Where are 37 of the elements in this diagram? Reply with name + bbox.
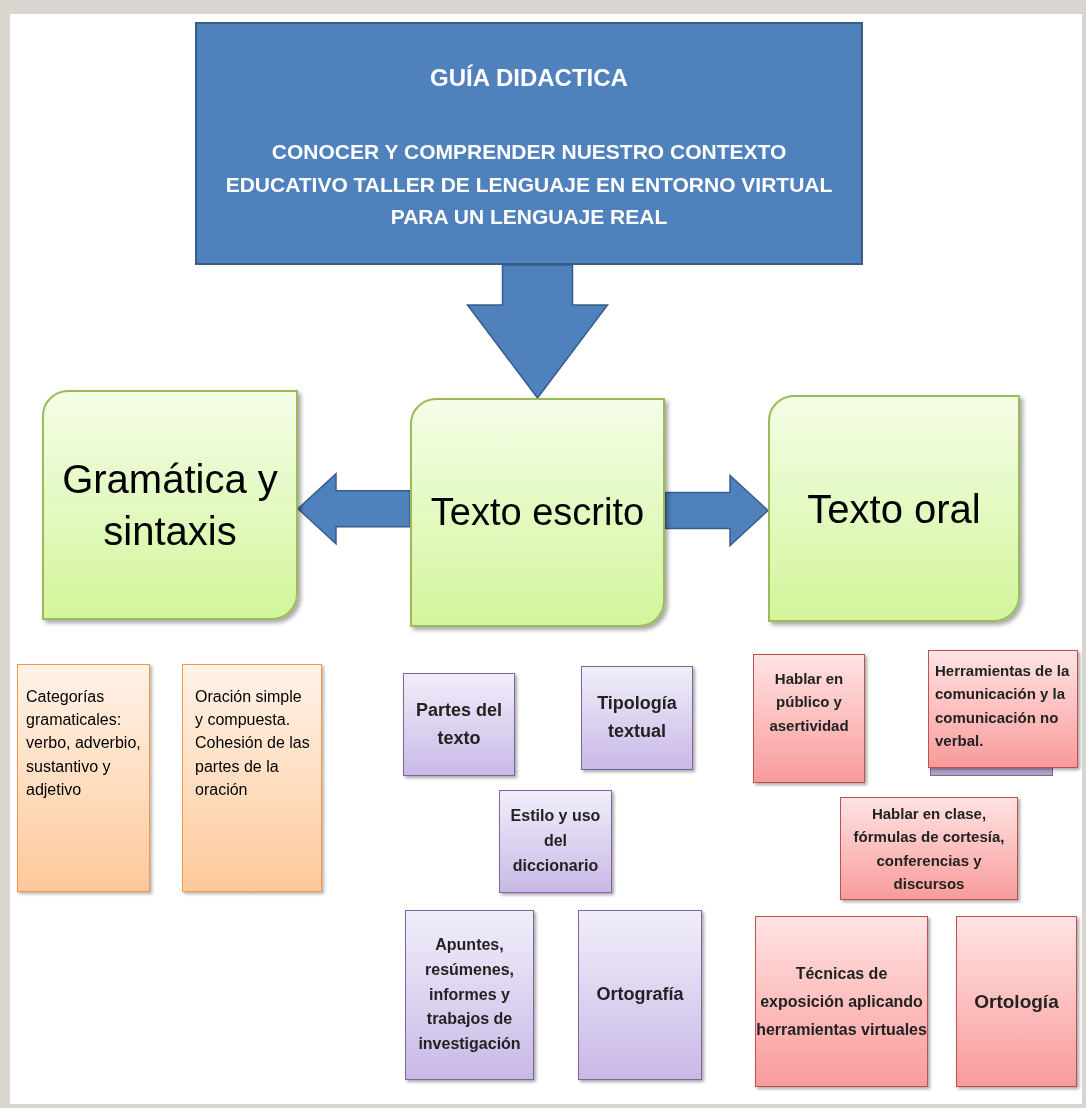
topic-text: Ortografía	[596, 983, 684, 1007]
topic-box	[581, 666, 693, 770]
topic-text: Estilo y uso del diccionario	[509, 806, 602, 876]
topic-box	[928, 650, 1078, 768]
topic-box	[42, 390, 298, 620]
topic-text: Gramática y sintaxis	[61, 456, 279, 555]
topic-box	[17, 664, 150, 892]
topic-text: Herramientas de la comunicación y la comunicación no verbal.	[935, 661, 1071, 751]
topic-text: Texto oral	[807, 485, 981, 533]
header-box	[195, 22, 863, 265]
topic-text: Tipología textual	[596, 692, 678, 743]
topic-box	[410, 398, 665, 627]
box	[930, 768, 1053, 776]
topic-box	[840, 797, 1018, 900]
topic-text: Ortología	[974, 989, 1059, 1014]
topic-box	[403, 673, 515, 776]
block-arrow	[466, 264, 609, 400]
topic-box	[768, 395, 1020, 622]
topic-text: Apuntes, resúmenes, informes y trabajos de investigación	[417, 935, 522, 1055]
topic-box	[578, 910, 702, 1080]
topic-box	[499, 790, 612, 893]
block-arrow	[296, 472, 411, 546]
header-title: GUÍA DIDACTICA	[430, 63, 628, 93]
topic-box	[956, 916, 1077, 1087]
block-arrow	[664, 473, 770, 548]
topic-text: Oración simple y compuesta. Cohesión de las partes de la oración	[195, 687, 311, 800]
topic-box	[753, 654, 865, 783]
topic-text: Categorías gramaticales: verbo, adverbio, sustantivo y adjetivo	[26, 687, 141, 800]
header-subtitle: CONOCER Y COMPRENDER NUESTRO CONTEXTO EDUCATIVO TALLER DE LENGUAJE EN ENTORNO VIRTUAL PARA UN LENGUAJE REAL	[224, 139, 834, 231]
topic-text: Hablar en público y asertividad	[768, 669, 850, 736]
topic-text: Técnicas de exposición aplicando herramientas virtuales	[756, 963, 927, 1040]
topic-box	[405, 910, 534, 1080]
topic-box	[755, 916, 928, 1087]
topic-text: Partes del texto	[414, 698, 503, 750]
topic-box	[182, 664, 322, 892]
topic-text: Hablar en clase, fórmulas de cortesía, conferencias y discursos	[852, 804, 1006, 894]
topic-text: Texto escrito	[430, 489, 645, 535]
